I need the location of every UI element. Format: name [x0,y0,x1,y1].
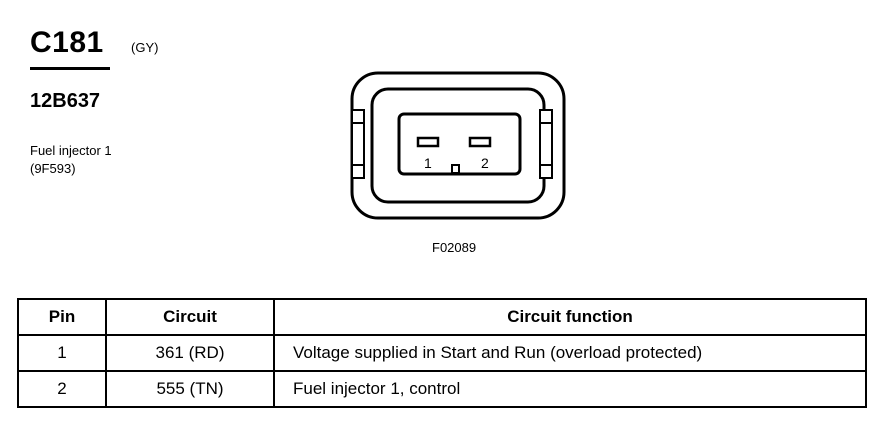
table-header-row: Pin Circuit Circuit function [17,298,867,336]
figure-code: F02089 [432,240,477,255]
table-row: 1 361 (RD) Voltage supplied in Start and… [17,334,867,372]
pin-2-slot [468,136,492,148]
component-code: (9F593) [30,161,76,176]
connector-face-diagram: 1 2 [350,71,566,220]
left-rib [351,109,365,179]
pinout-table: Pin Circuit Circuit function 1 361 (RD) … [17,298,867,408]
right-rib [539,109,553,179]
header-circuit: Circuit [105,298,275,336]
header-pin: Pin [17,298,107,336]
component-description: Fuel injector 1 (9F593) [30,142,112,178]
connector-color: (GY) [131,40,159,55]
pin-1-label: 1 [424,155,432,171]
circuit-cell: 555 (TN) [105,370,275,408]
component-name: Fuel injector 1 [30,143,112,158]
connector-id-underline [30,67,110,70]
circuit-cell: 361 (RD) [105,334,275,372]
function-cell: Voltage supplied in Start and Run (overl… [273,334,867,372]
function-cell: Fuel injector 1, control [273,370,867,408]
table-row: 2 555 (TN) Fuel injector 1, control [17,370,867,408]
connector-id: C181 [30,26,104,59]
part-number: 12B637 [30,90,101,112]
keying-notch [451,164,460,174]
pin-cell: 1 [17,334,107,372]
pin-cell: 2 [17,370,107,408]
header-function: Circuit function [273,298,867,336]
pin-2-label: 2 [481,155,489,171]
pin-1-slot [416,136,440,148]
